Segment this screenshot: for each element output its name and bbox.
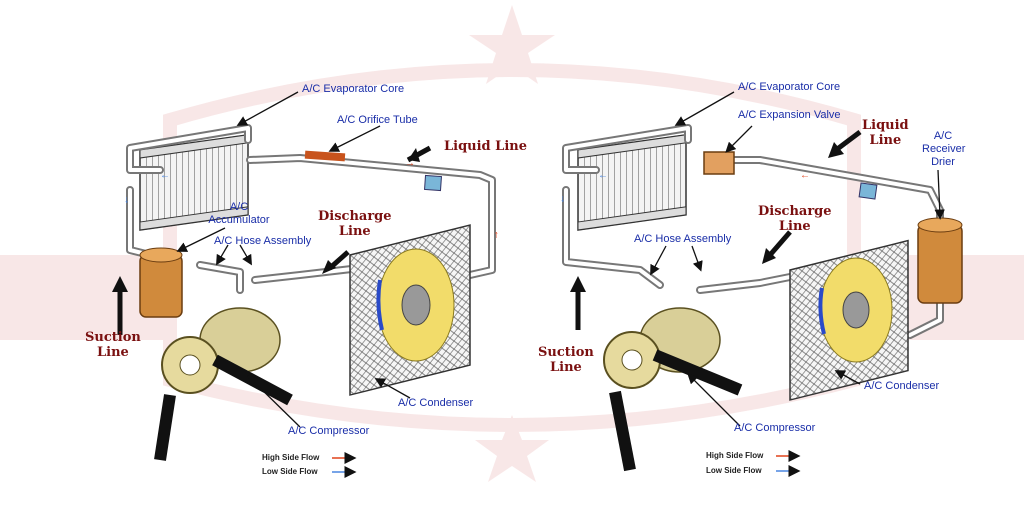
right-expansion-valve-label: A/C Expansion Valve — [738, 109, 841, 121]
left-accumulator-pointer — [176, 227, 226, 252]
right-system: ← → ← — [558, 91, 963, 477]
left-condenser-pointer — [374, 378, 411, 399]
right-receiver-line1: A/C — [933, 130, 953, 142]
right-discharge-line2: Line — [778, 219, 811, 234]
left-orifice-pointer — [328, 125, 381, 152]
svg-text:→: → — [122, 195, 133, 205]
left-hose-assembly-label: A/C Hose Assembly — [214, 235, 312, 247]
left-suction-line-callout: Suction Line — [85, 330, 141, 360]
svg-text:→: → — [558, 194, 569, 204]
watermark-logo — [0, 5, 1024, 482]
right-discharge-arrow — [768, 230, 792, 257]
right-receiver-line2: Receiver — [922, 143, 966, 155]
left-evaporator-pointer — [236, 91, 299, 126]
right-condenser-label: A/C Condenser — [864, 380, 940, 392]
svg-text:→: → — [490, 230, 501, 240]
left-evaporator-core-label: A/C Evaporator Core — [302, 83, 405, 95]
left-discharge-line1: Discharge — [318, 209, 392, 224]
right-evaporator-pointer — [674, 91, 735, 126]
right-legend-low-label: Low Side Flow — [706, 466, 762, 475]
svg-text:→: → — [405, 158, 415, 169]
right-evaporator-core-label: A/C Evaporator Core — [738, 81, 841, 93]
right-expansion-valve — [703, 151, 735, 175]
right-hose-assembly-label: A/C Hose Assembly — [634, 233, 732, 245]
left-suction-line1: Suction — [85, 330, 141, 345]
left-discharge-line-callout: Discharge Line — [318, 209, 392, 239]
left-legend-high-label: High Side Flow — [262, 453, 320, 462]
right-condenser-pointer — [834, 370, 861, 385]
right-compressor-pointer — [687, 373, 741, 427]
right-liquid-line-arrow — [834, 130, 862, 152]
left-line-coupler — [423, 174, 443, 192]
left-discharge-line2: Line — [338, 224, 371, 239]
right-compressor-label: A/C Compressor — [734, 422, 816, 434]
right-evaporator-core — [577, 133, 687, 231]
right-liquid-line2: Line — [869, 133, 902, 148]
left-accumulator-label-line1: A/C — [229, 201, 249, 213]
right-receiver-line3: Drier — [931, 156, 955, 168]
left-orifice-tube — [304, 150, 346, 162]
right-condenser-fan — [818, 257, 893, 363]
left-accumulator-label-line2: Accumulator — [208, 214, 270, 226]
left-evaporator-core — [139, 133, 249, 231]
left-compressor-pointer — [247, 375, 301, 428]
right-hose-pointer-b — [691, 245, 703, 272]
right-receiver-pointer — [934, 169, 945, 220]
right-liquid-line-callout: Liquid Line — [862, 118, 909, 148]
left-accumulator — [139, 247, 183, 318]
left-flow-arrows: → → → ← — [122, 158, 501, 240]
left-accumulator-label: A/C Accumulator — [194, 201, 284, 227]
right-suction-line1: Suction — [538, 345, 594, 360]
left-legend-low-label: Low Side Flow — [262, 467, 318, 476]
left-compressor — [154, 307, 293, 461]
left-suction-line2: Line — [97, 345, 129, 360]
left-compressor-label: A/C Compressor — [288, 425, 370, 437]
left-condenser-fan — [376, 248, 455, 362]
svg-text:←: ← — [598, 170, 608, 181]
svg-text:←: ← — [160, 170, 170, 181]
right-receiver-drier — [917, 217, 963, 304]
right-compressor — [603, 307, 743, 472]
right-hose-pointer-a — [650, 245, 667, 276]
right-flow-arrows: ← → ← — [558, 170, 810, 204]
right-receiver-drier-label: A/C Receiver Drier — [922, 130, 966, 169]
svg-text:←: ← — [800, 170, 810, 181]
left-hose-pointer-b — [239, 244, 252, 266]
right-legend-high-label: High Side Flow — [706, 451, 764, 460]
left-system: → → → ← — [112, 91, 501, 478]
right-discharge-line1: Discharge — [758, 204, 832, 219]
right-suction-line2: Line — [550, 360, 582, 375]
left-orifice-tube-label: A/C Orifice Tube — [337, 114, 418, 126]
right-expansion-pointer — [725, 125, 753, 153]
right-liquid-line1: Liquid — [862, 118, 909, 133]
left-liquid-line-callout: Liquid Line — [444, 139, 527, 154]
left-condenser-label: A/C Condenser — [398, 397, 474, 409]
right-line-coupler — [858, 182, 878, 200]
left-hose-pointer-a — [216, 244, 229, 266]
right-discharge-line-callout: Discharge Line — [758, 204, 832, 234]
right-suction-line-callout: Suction Line — [538, 345, 594, 375]
